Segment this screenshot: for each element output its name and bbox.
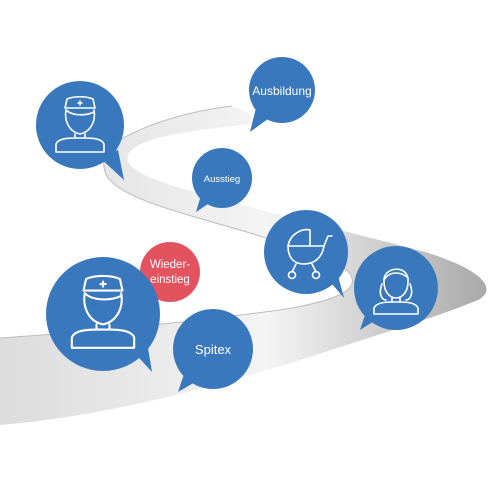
woman-bubble — [354, 246, 438, 330]
wiedereinstieg-label-line2: einstieg — [150, 274, 190, 286]
nurse-icon — [55, 95, 105, 153]
ausstieg-label: Ausstieg — [204, 174, 240, 185]
bubble-circle — [192, 148, 252, 208]
wiedereinstieg-label-line1: Wieder- — [150, 259, 190, 271]
bubble-circle — [264, 210, 348, 294]
nurse-icon — [70, 274, 136, 349]
bubble-circle — [249, 57, 315, 123]
bubble-circle — [354, 246, 438, 330]
ausbildung-label: Ausbildung — [252, 84, 311, 98]
spitex-bubble: Spitex — [173, 309, 253, 392]
nurse-bubble-bottom — [46, 257, 160, 372]
spitex-label: Spitex — [195, 342, 232, 357]
bubble-circle — [173, 309, 253, 389]
wiedereinstieg-bubble: Wieder- einstieg — [140, 242, 200, 302]
ausstieg-bubble: Ausstieg — [192, 148, 252, 212]
baby-carriage-bubble — [264, 210, 348, 298]
bubble-circle — [36, 81, 124, 169]
bubble-circle — [46, 257, 160, 371]
ausbildung-bubble: Ausbildung — [249, 57, 315, 132]
bubble-circle — [140, 242, 200, 302]
baby-carriage-icon — [287, 228, 333, 280]
nurse-bubble-top — [36, 81, 124, 180]
woman-icon — [373, 268, 419, 315]
